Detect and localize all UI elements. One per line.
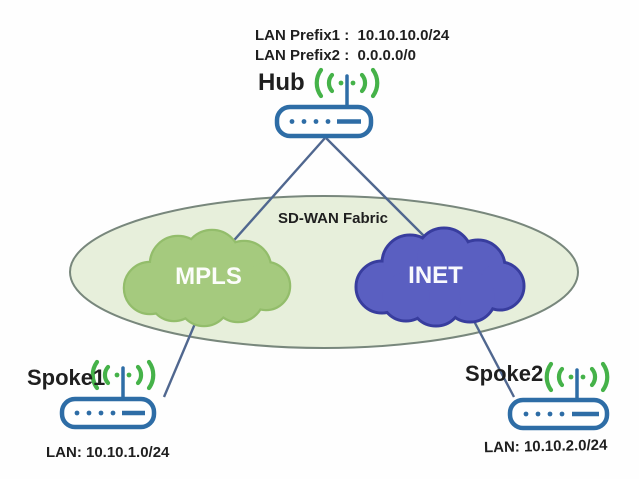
spoke2-antenna-icon <box>544 361 610 404</box>
hub-antenna-icon <box>314 67 380 112</box>
spoke2-lan-label: LAN: 10.10.2.0/24 <box>483 436 608 457</box>
sdwan-fabric-label: SD-WAN Fabric <box>278 210 389 227</box>
hub-router-icon <box>274 67 380 139</box>
spoke2-router-icon <box>507 361 610 431</box>
hub-lan-prefix1-label: LAN Prefix1 : 10.10.10.0/24 <box>255 27 450 44</box>
spoke2-label: Spoke2 <box>465 361 544 386</box>
inet-cloud <box>354 226 526 328</box>
mpls-cloud-label: MPLS <box>175 263 242 290</box>
spoke1-label: Spoke1 <box>27 365 106 390</box>
mpls-cloud <box>122 228 292 328</box>
hub-label: Hub <box>258 69 305 96</box>
hub-lan-prefix2-label: LAN Prefix2 : 0.0.0.0/0 <box>255 47 416 64</box>
spoke1-lan-label: LAN: 10.10.1.0/24 <box>46 444 170 461</box>
spoke1-router-icon <box>59 359 157 430</box>
inet-cloud-label: INET <box>408 262 463 289</box>
spoke1-antenna-icon <box>90 359 156 403</box>
